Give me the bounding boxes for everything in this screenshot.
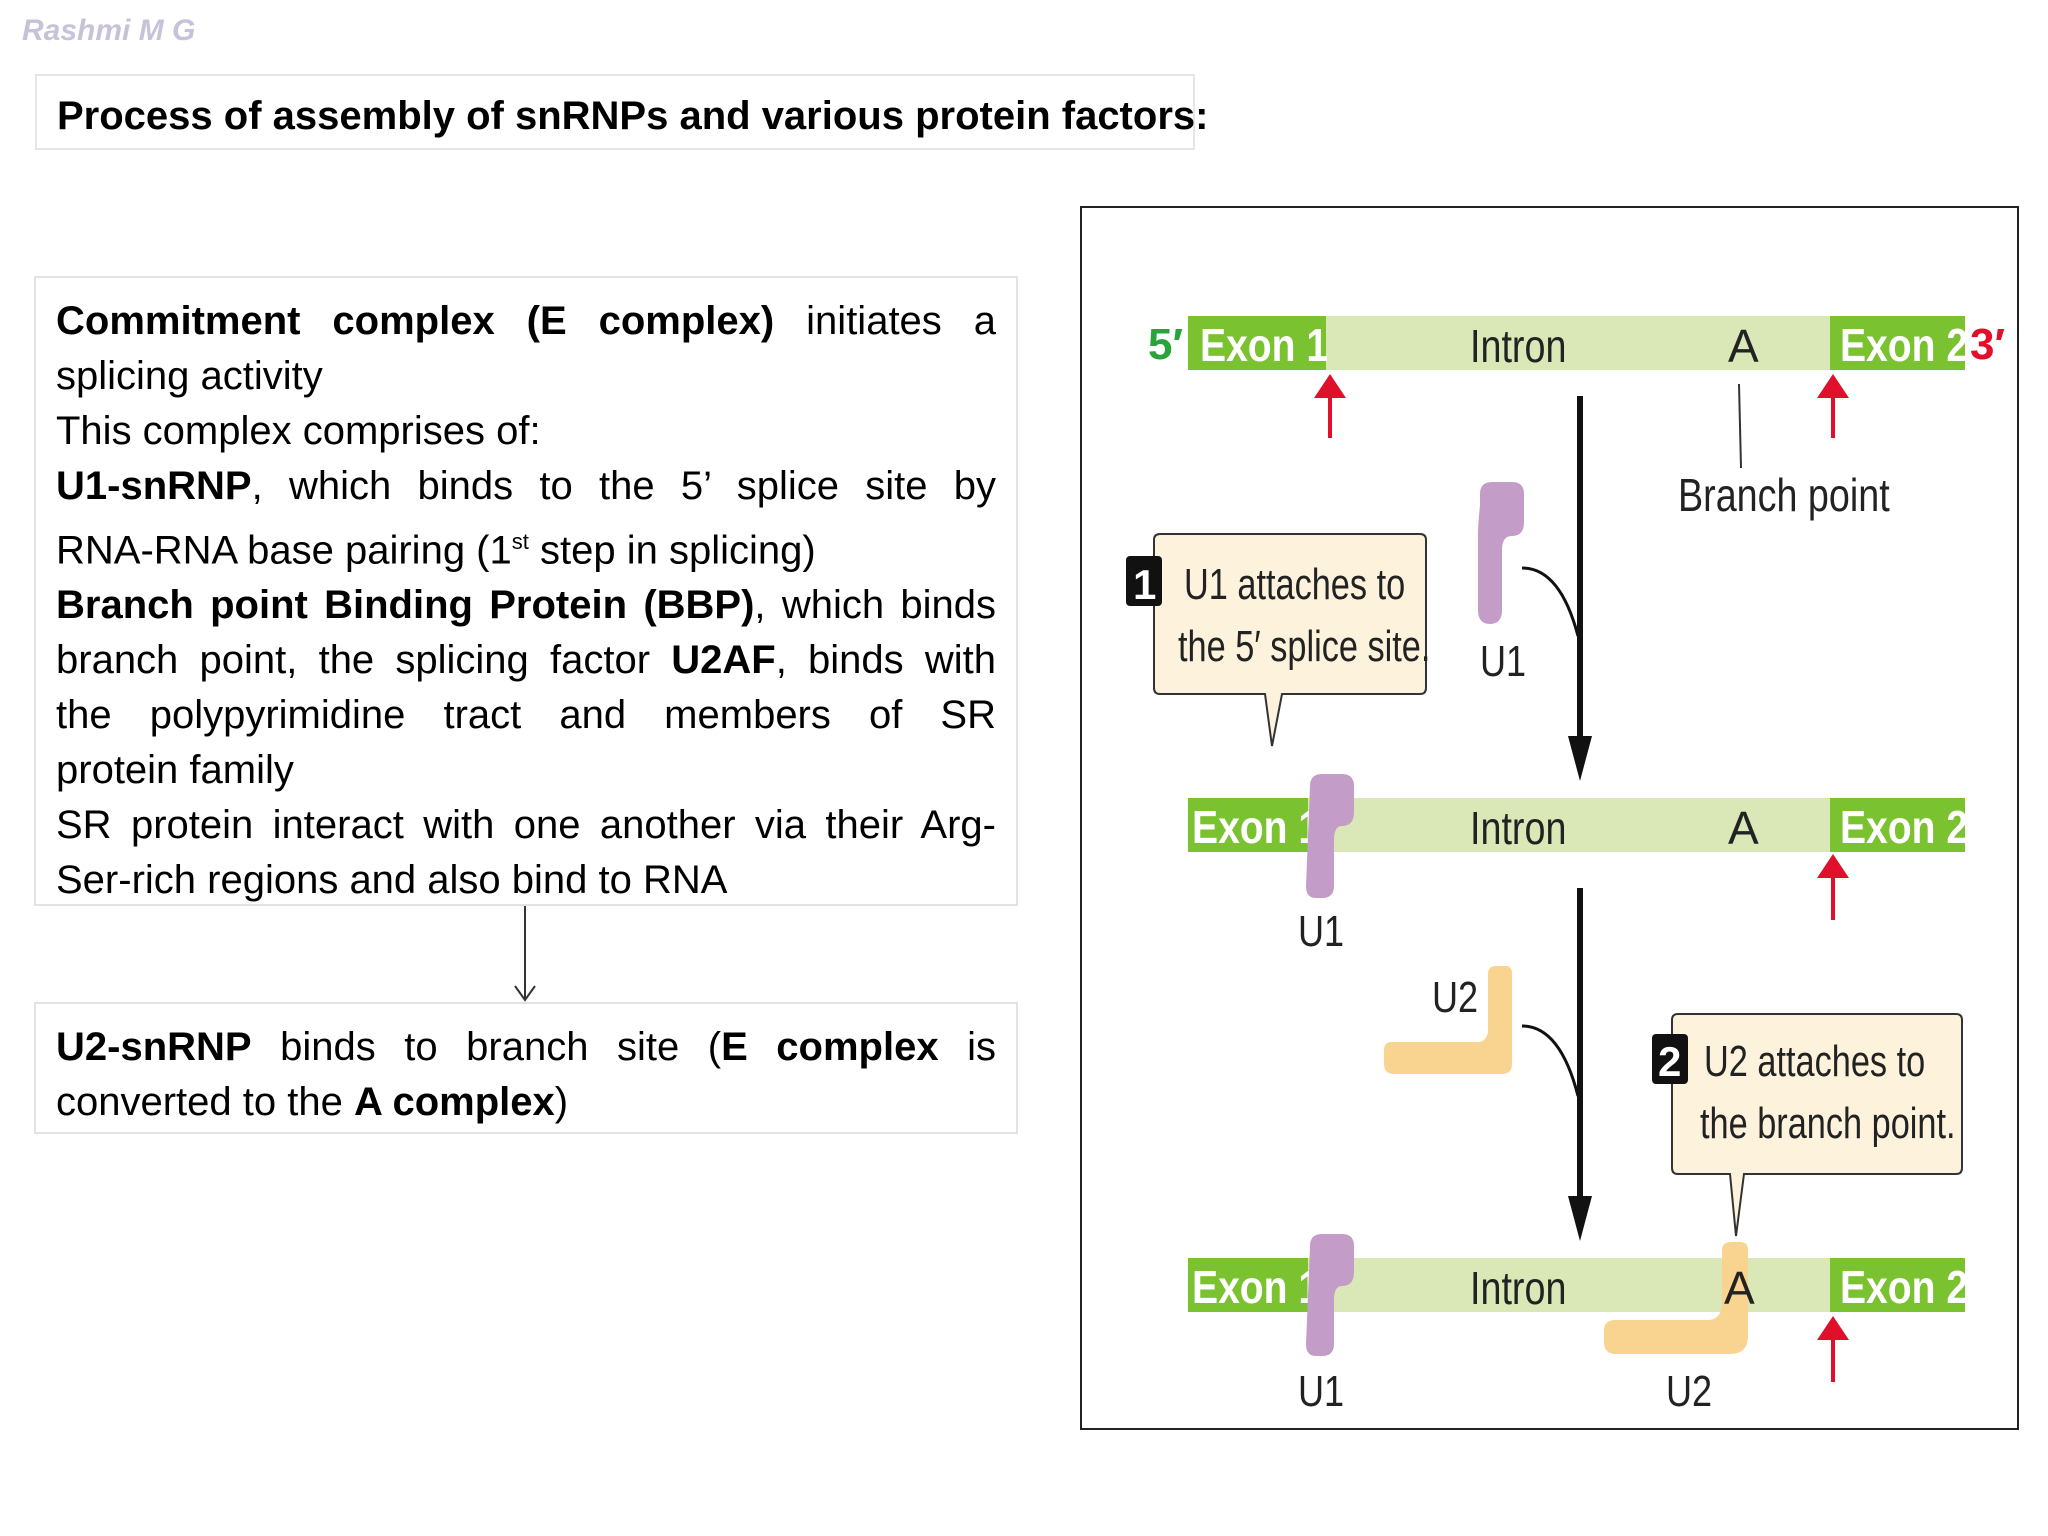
text-line: RNA-RNA base pairing (1st step in splici…: [56, 514, 996, 578]
callout-bubble: [1153, 533, 1427, 747]
exon2-label: Exon 2: [1840, 802, 1968, 854]
bold-term: E complex: [721, 1025, 939, 1069]
u2-label: U2: [1666, 1367, 1712, 1416]
intron-label: Intron: [1470, 320, 1566, 371]
author-watermark: Rashmi M G: [22, 14, 196, 47]
pre-mrna-row-3: Exon 1 Intron Exon 2 U1 A U2: [1188, 1234, 1968, 1416]
text-line: U2-snRNP binds to branch site (E complex…: [56, 1020, 996, 1075]
text-fragment: ): [554, 1080, 569, 1124]
u2-snrnp-box: U2-snRNP binds to branch site (E complex…: [34, 1002, 1018, 1134]
join-curve: [1521, 1024, 1580, 1097]
u1-label: U1: [1298, 1367, 1344, 1416]
text-line: protein family: [56, 748, 294, 793]
text-fragment: binds to branch site (: [251, 1025, 722, 1069]
pre-mrna-row-1: 5′ Exon 1 Intron A Exon 2 3′ Branch poin…: [1148, 316, 2005, 521]
u2-bound-shape: [1604, 1242, 1748, 1354]
exon1-label: Exon 1: [1192, 802, 1320, 854]
u1-label: U1: [1298, 907, 1344, 956]
u1-bound-shape: [1306, 1234, 1354, 1356]
intron-label: Intron: [1470, 802, 1566, 853]
exon2-block: [1830, 798, 1965, 852]
flow-down-arrow: [514, 906, 536, 1002]
u1-bound-shape: [1306, 774, 1354, 898]
bold-term: U1-snRNP: [56, 464, 252, 508]
slide-title: Process of assembly of snRNPs and variou…: [35, 74, 1208, 150]
exon2-block: [1830, 316, 1965, 370]
exon1-label: Exon 1: [1200, 320, 1328, 372]
callout-line: U2 attaches to: [1704, 1037, 1925, 1086]
branch-point-label: Branch point: [1678, 469, 1890, 520]
callout-step-2: 2 U2 attaches to the branch point.: [1652, 1013, 1963, 1237]
join-curve: [1521, 566, 1580, 637]
u1-snrnp-shape: [1478, 482, 1524, 624]
text-line: splicing activity: [56, 354, 323, 398]
exon1-block: [1188, 1258, 1308, 1312]
step-number-badge: [1652, 1034, 1688, 1084]
text-fragment: is: [938, 1025, 997, 1069]
callout-line: U1 attaches to: [1184, 560, 1405, 609]
text-fragment: , which binds to the 5’ splice site by: [251, 464, 996, 508]
bold-term: U2AF: [671, 638, 776, 683]
commitment-complex-box: Commitment complex (E complex) initiates…: [34, 276, 1018, 906]
down-arrowhead: [1568, 736, 1592, 781]
bold-term: Commitment complex (E complex): [56, 299, 775, 343]
five-prime-label: 5′: [1148, 320, 1183, 369]
text-fragment: RNA-RNA base pairing (1: [56, 528, 512, 573]
text-fragment: step in splicing): [528, 528, 816, 573]
text-line: converted to the A complex): [56, 1075, 996, 1130]
text-line: branch point, the splicing factor U2AF, …: [56, 633, 996, 688]
bold-term: Branch point Binding Protein (BBP): [56, 583, 755, 628]
text-line: the polypyrimidine tract and members of …: [56, 693, 996, 738]
branch-a-label: A: [1728, 802, 1759, 854]
callout-line: the 5′ splice site.: [1178, 622, 1430, 671]
pre-mrna-row-2: Exon 1 Intron A Exon 2 U1: [1188, 774, 1968, 956]
text-fragment: branch point, the splicing factor: [56, 638, 672, 683]
u2-free: U2: [1384, 966, 1512, 1074]
text-line: U1-snRNP, which binds to the 5’ splice s…: [56, 459, 996, 514]
down-arrowhead: [1568, 1196, 1592, 1241]
text-fragment: , binds with: [775, 638, 996, 683]
u2-label: U2: [1432, 973, 1478, 1022]
exon1-label: Exon 1: [1192, 1262, 1320, 1314]
branch-a-label: A: [1724, 1262, 1755, 1314]
callout-step-1: 1 U1 attaches to the 5′ splice site.: [1126, 533, 1430, 747]
step-number: 1: [1133, 561, 1156, 608]
exon1-block: [1188, 316, 1326, 370]
step-number-badge: [1126, 556, 1162, 606]
branch-a-label: A: [1728, 320, 1759, 372]
text-fragment: , which binds: [754, 583, 996, 628]
callout-line: the branch point.: [1700, 1099, 1956, 1148]
three-prime-label: 3′: [1970, 320, 2005, 369]
bold-term: U2-snRNP: [56, 1025, 252, 1069]
branch-point-pointer: [1738, 383, 1742, 469]
u2-snrnp-shape: [1384, 966, 1512, 1074]
text-line: Commitment complex (E complex) initiates…: [56, 294, 996, 349]
exon2-label: Exon 2: [1840, 320, 1968, 372]
text-line: This complex comprises of:: [56, 409, 541, 453]
text-line: SR protein interact with one another via…: [56, 803, 996, 848]
text-fragment: initiates a: [774, 299, 996, 343]
exon1-block: [1188, 798, 1308, 852]
step-arrow-1: [1521, 396, 1592, 781]
step-number: 2: [1658, 1038, 1681, 1085]
u1-label: U1: [1480, 637, 1526, 686]
callout-bubble: [1671, 1013, 1963, 1237]
splicing-diagram: 5′ Exon 1 Intron A Exon 2 3′ Branch poin…: [1080, 206, 2019, 1430]
text-line: Branch point Binding Protein (BBP), whic…: [56, 578, 996, 633]
exon2-label: Exon 2: [1840, 1262, 1968, 1314]
u1-free: U1: [1478, 482, 1526, 686]
superscript: st: [511, 529, 529, 554]
text-fragment: converted to the: [56, 1080, 354, 1124]
bold-term: A complex: [353, 1080, 555, 1124]
text-line: Ser-rich regions and also bind to RNA: [56, 858, 728, 903]
step-arrow-2: [1521, 888, 1592, 1241]
exon2-block: [1830, 1258, 1965, 1312]
intron-label: Intron: [1470, 1262, 1566, 1313]
